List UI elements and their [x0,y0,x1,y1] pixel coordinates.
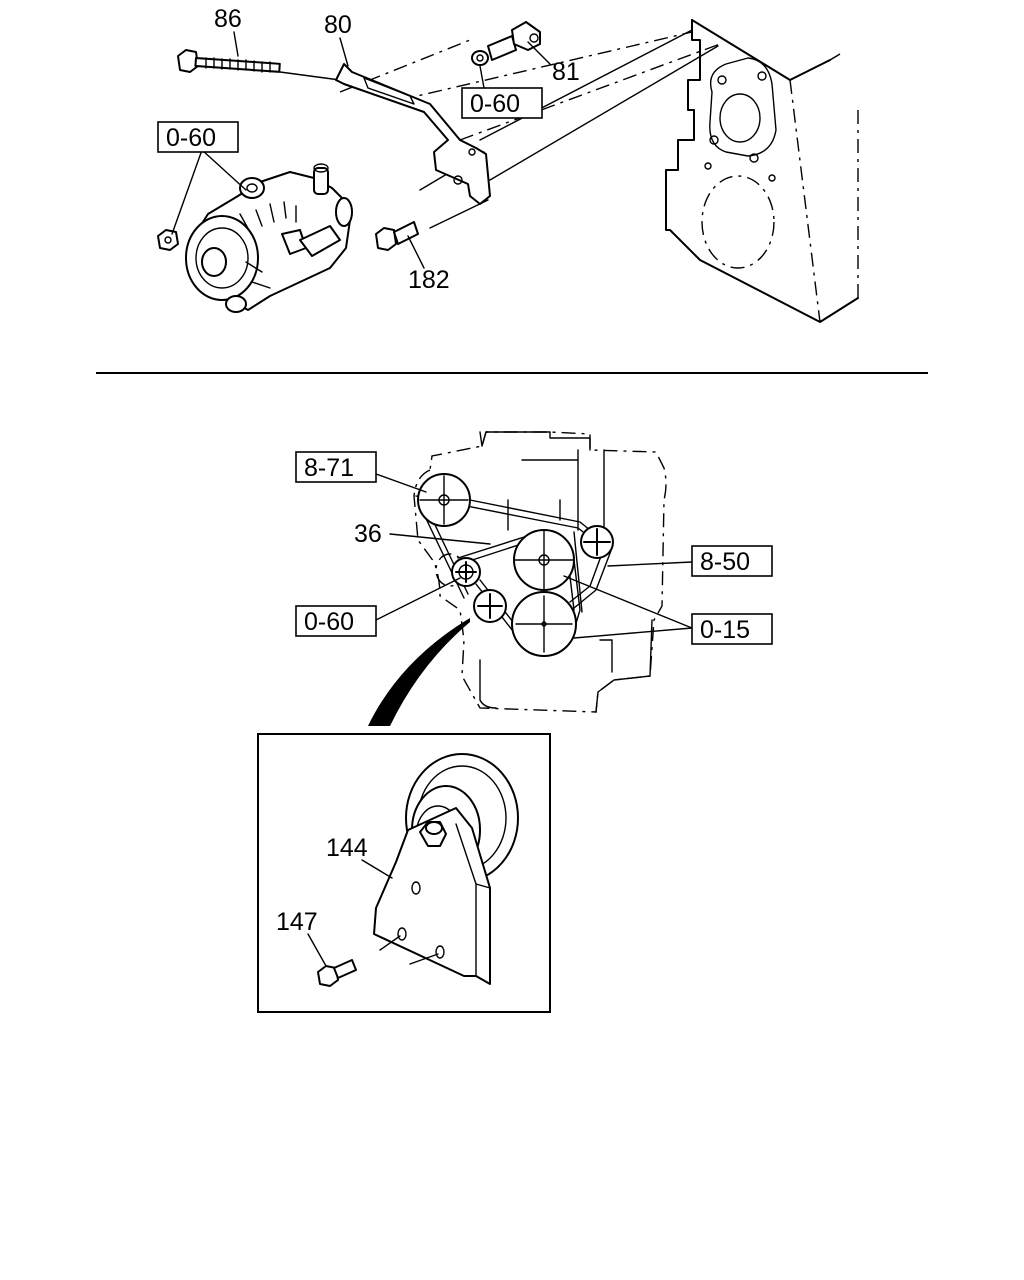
ref-label-0-15: 0-15 [700,616,750,644]
callout-36: 36 [354,520,382,548]
idler-pulley-right [580,525,614,559]
ref-label-8-50: 8-50 [700,548,750,576]
tensioner-assembly [373,753,519,985]
callout-80: 80 [324,11,352,39]
mounting-bracket-80 [335,63,491,205]
reference-box-0-60-right: 0-60 [461,87,543,119]
reference-box-0-15: 0-15 [691,613,773,645]
reference-box-8-71: 8-71 [295,451,377,483]
idler-pulley-lower [473,589,507,623]
top-leaders [171,31,551,269]
engine-front-cover [665,19,859,323]
callout-86: 86 [214,5,242,33]
pulley-center [513,529,575,591]
detail-frame [257,733,551,1013]
ref-label-0-60-left: 0-60 [166,124,216,152]
alignment-lines [279,29,721,229]
reference-box-8-50: 8-50 [691,545,773,577]
pulley-top-left [417,473,471,527]
reference-box-0-60-middle: 0-60 [295,605,377,637]
tensioner-pulley [451,557,481,587]
callout-147: 147 [276,908,318,936]
ref-label-0-60-middle: 0-60 [304,608,354,636]
detail-leaders [307,859,393,967]
pump-nut [157,229,179,251]
power-steering-pump [185,163,353,313]
washer [471,50,489,66]
ref-label-0-60-right: 0-60 [470,90,520,118]
reference-box-0-60-left: 0-60 [157,121,239,153]
callout-182: 182 [408,266,450,294]
engine-outline [413,431,667,713]
crankshaft-pulley [511,591,577,657]
callout-144: 144 [326,834,368,862]
bolt-81 [487,21,541,61]
callout-81: 81 [552,58,580,86]
ref-label-8-71: 8-71 [304,454,354,482]
long-bolt-86 [177,49,281,73]
detail-pointer [368,618,470,726]
bolt-182 [375,221,419,251]
middle-leaders [375,473,693,639]
bolt-147 [317,959,357,987]
